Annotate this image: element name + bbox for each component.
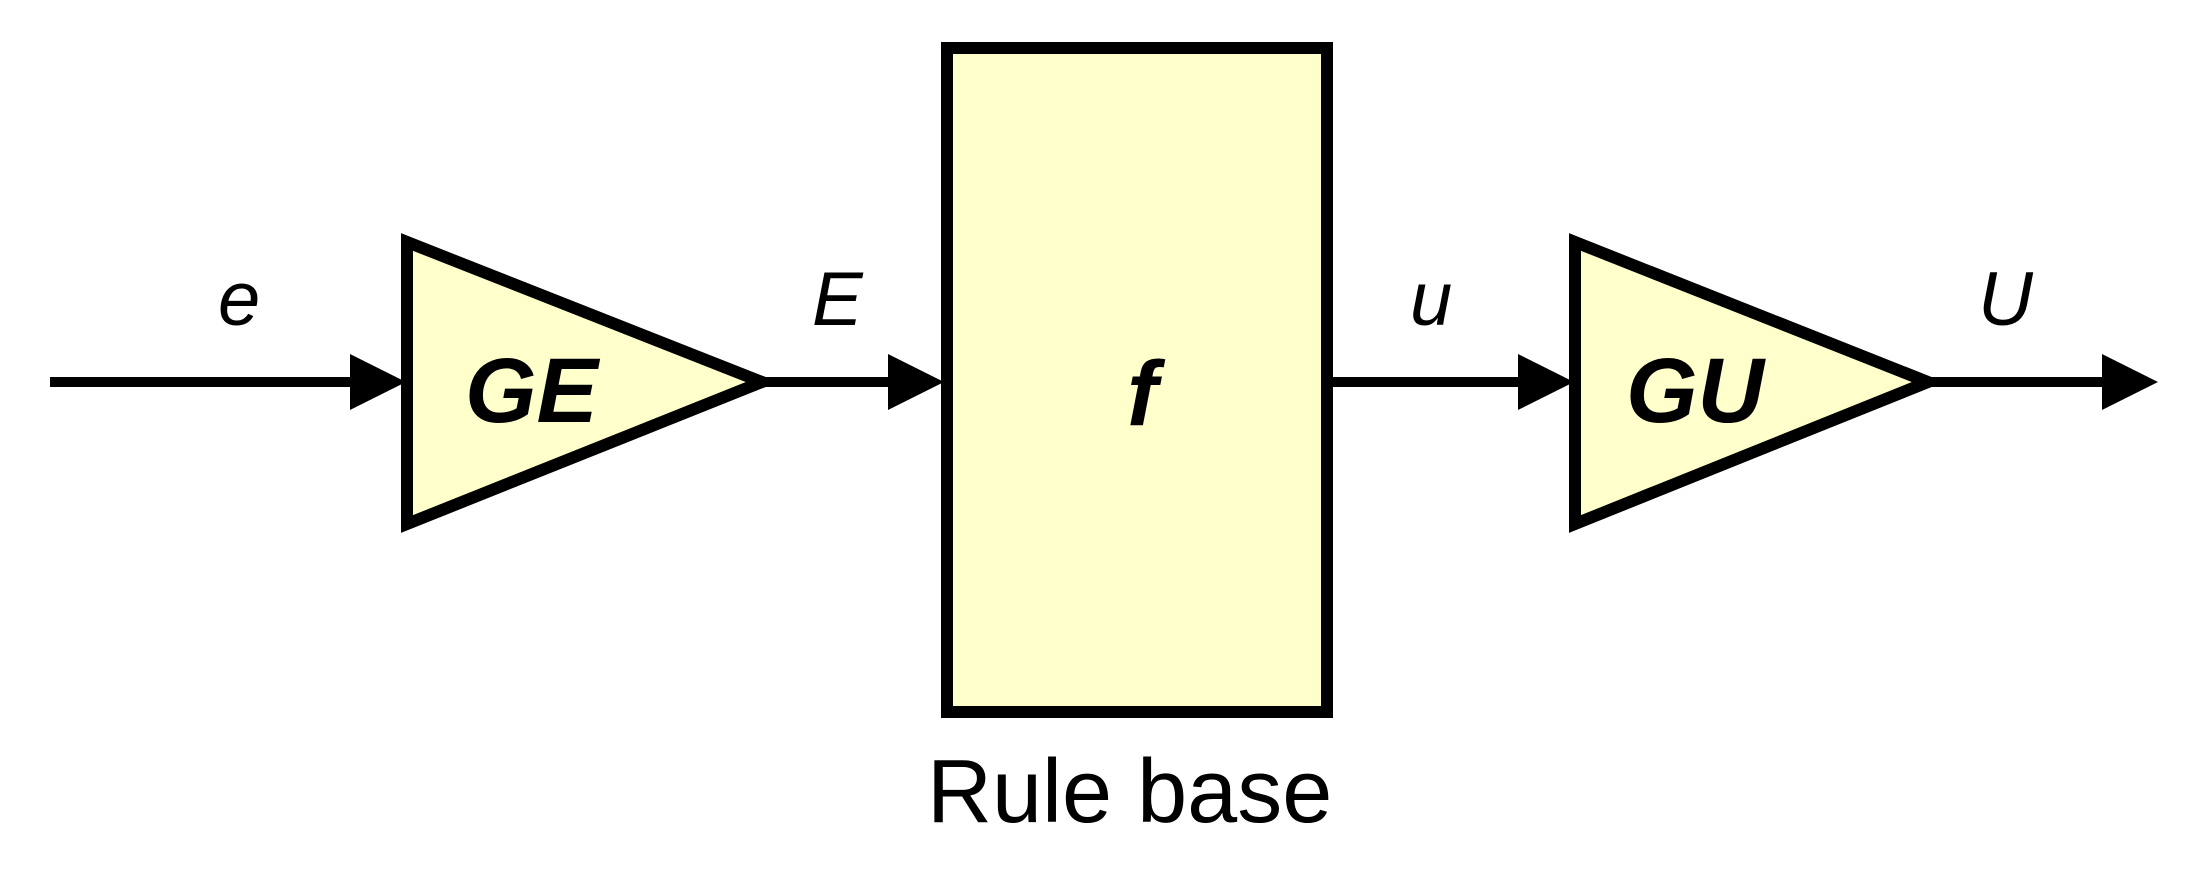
output-gain-label: GU: [1626, 340, 1767, 442]
scaled-input-label: E: [812, 257, 864, 342]
input-arrowhead: [350, 354, 406, 410]
rule-base-block: [941, 42, 1333, 718]
input-gain-block: [401, 233, 779, 533]
scaled-output-arrowhead: [2102, 354, 2158, 410]
rule-base-caption: Rule base: [927, 742, 1332, 842]
input-signal-label: e: [218, 257, 260, 342]
input-gain-label: GE: [465, 340, 601, 442]
output-gain-block: [1569, 233, 1945, 533]
scaled-output-label: U: [1978, 257, 2034, 342]
controller-output-arrowhead: [1518, 354, 1574, 410]
scaled-input-arrowhead: [888, 354, 944, 410]
controller-output-label: u: [1410, 257, 1452, 342]
